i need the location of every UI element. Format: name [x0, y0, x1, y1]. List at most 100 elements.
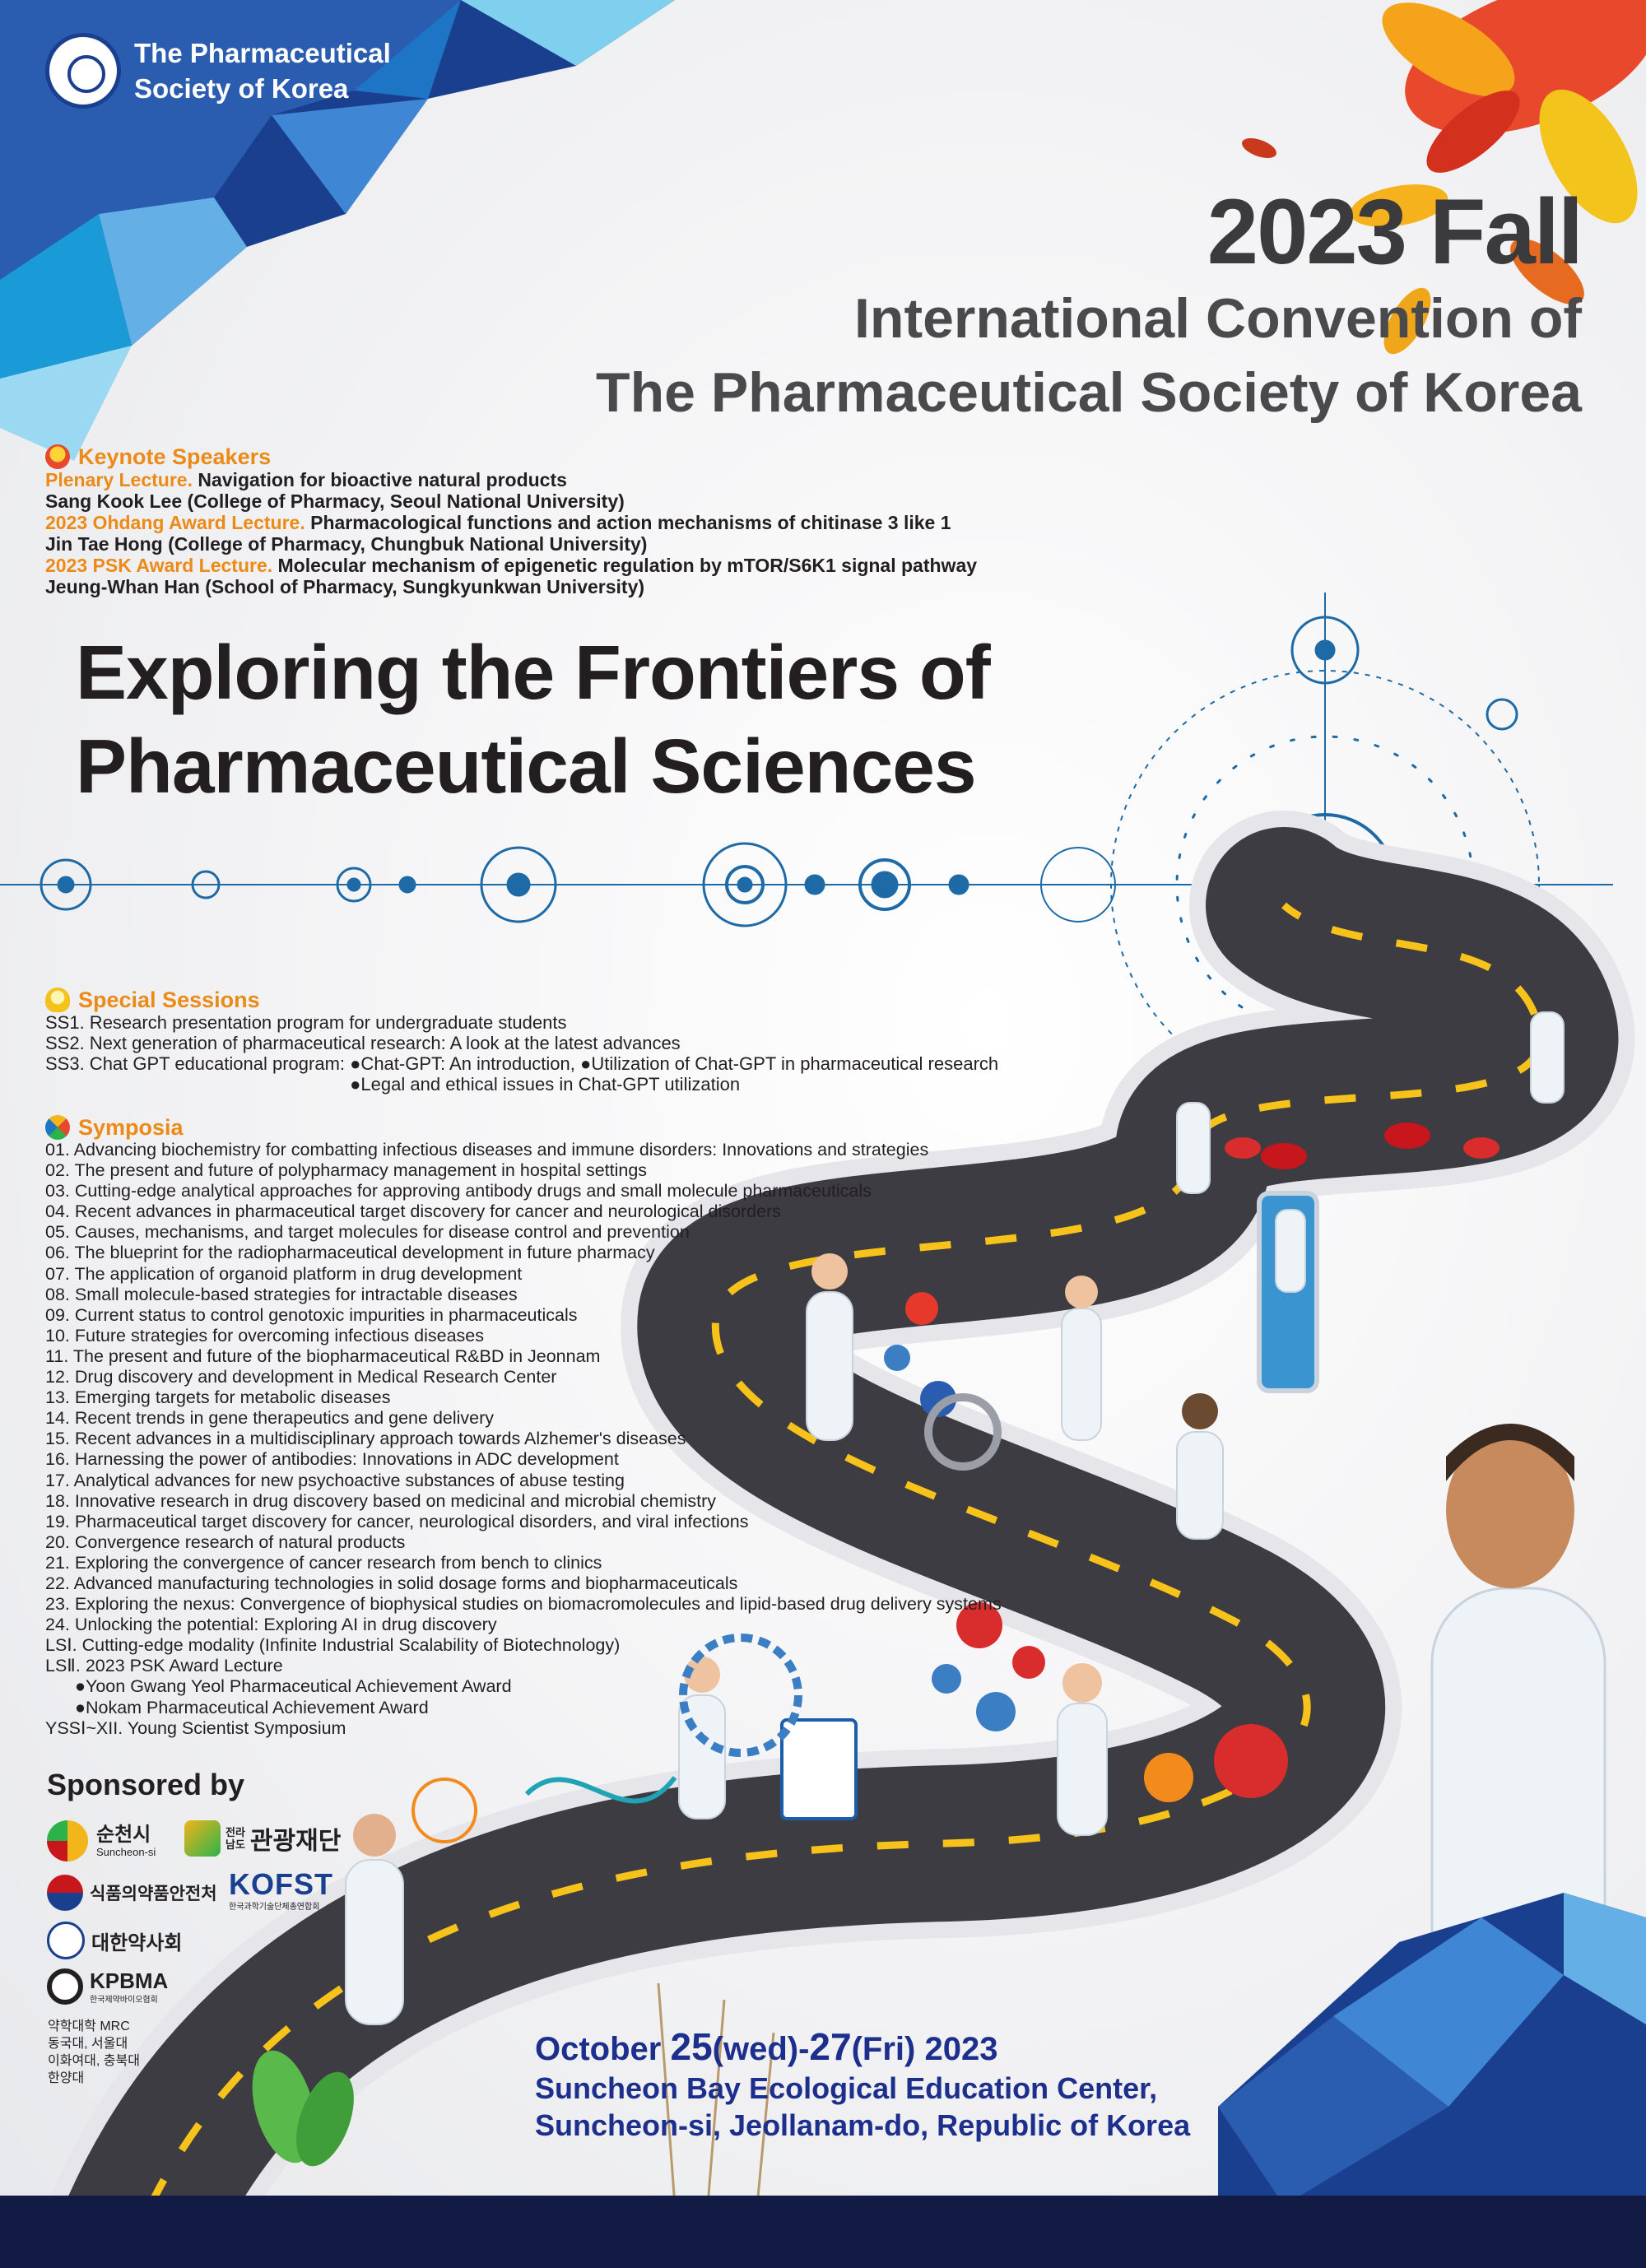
date-year: 2023	[915, 2031, 998, 2067]
keynote-speaker: Jeung-Whan Han (School of Pharmacy, Sung…	[45, 576, 645, 597]
keynote-heading: Keynote Speakers	[45, 444, 1115, 469]
session-bullet: ●Utilization of Chat-GPT in pharmaceutic…	[580, 1053, 999, 1074]
suncheon-logo-icon	[47, 1820, 88, 1861]
society-name-line1: The Pharmaceutical	[134, 38, 391, 68]
symposium-item: 06. The blueprint for the radiopharmaceu…	[45, 1243, 655, 1263]
sponsor-kofst-name: KOFST	[229, 1867, 333, 1901]
sponsored-by-heading: Sponsored by	[47, 1768, 245, 1801]
session-item: SS1. Research presentation program for u…	[45, 1012, 567, 1033]
symposium-item: 19. Pharmaceutical target discovery for …	[45, 1511, 749, 1531]
keynote-plenary-topic: Plenary Lecture. Navigation for bioactiv…	[45, 469, 1115, 490]
keynote-ohdang-topic: 2023 Ohdang Award Lecture. Pharmacologic…	[45, 512, 1115, 533]
sponsor-kpa-name: 대한약사회	[91, 1931, 183, 1954]
sponsor-tourism-name: 관광재단	[249, 1828, 342, 1855]
session-bullet: ●Legal and ethical issues in Chat-GPT ut…	[350, 1074, 741, 1094]
keynote-psk-topic: 2023 PSK Award Lecture. Molecular mechan…	[45, 555, 1115, 576]
date-day-start: 25	[670, 2025, 713, 2068]
lightbulb-icon	[45, 988, 70, 1012]
symposium-item: 15. Recent advances in a multidisciplina…	[45, 1429, 686, 1449]
blue-polygon-bottom	[1218, 1893, 1646, 2205]
symposium-item: 13. Emerging targets for metabolic disea…	[45, 1387, 391, 1408]
sponsor-suncheon-en: Suncheon-si	[96, 1845, 156, 1858]
blue-polygon-decoration	[0, 0, 675, 461]
year-title: 2023 Fall	[1207, 180, 1583, 283]
special-sessions-section: Special Sessions SS1. Research presentat…	[45, 988, 998, 1094]
symposium-item: 02. The present and future of polypharma…	[45, 1160, 648, 1181]
tourism-small-text: 전라	[226, 1826, 245, 1838]
title-line1: International Convention of	[854, 287, 1582, 350]
mrc-line: 동국대, 서울대	[48, 2037, 128, 2051]
main-title-line1: Exploring the Frontiers of	[76, 630, 991, 715]
symposium-item: 18. Innovative research in drug discover…	[45, 1490, 717, 1511]
keynote-topic: Navigation for bioactive natural product…	[198, 469, 567, 490]
venue-line2: Suncheon-si, Jeollanam-do, Republic of K…	[535, 2108, 1191, 2142]
symposium-item: 09. Current status to control genotoxic …	[45, 1304, 578, 1325]
symposia-heading: Symposia	[40, 1109, 1002, 1146]
society-name: The Pharmaceutical Society of Korea	[134, 35, 391, 106]
keynote-heading-text: Keynote Speakers	[78, 444, 272, 469]
symposium-item: 10. Future strategies for overcoming inf…	[45, 1325, 484, 1345]
event-date: October 25(wed)-27(Fri) 2023	[535, 2026, 1190, 2070]
title-line2: The Pharmaceutical Society of Korea	[596, 361, 1582, 424]
event-date-venue: October 25(wed)-27(Fri) 2023 Suncheon Ba…	[535, 2026, 1190, 2144]
mrc-line: 이화여대, 충북대	[48, 2054, 140, 2068]
science-illustrations	[412, 1122, 1500, 1843]
grass-decoration	[252, 1982, 775, 2206]
symposium-item: 08. Small molecule-based strategies for …	[45, 1284, 518, 1304]
society-logo: The Pharmaceutical Society of Korea	[45, 33, 391, 109]
date-day-end: 27	[809, 2025, 852, 2068]
symposium-item: LSⅠ. Cutting-edge modality (Infinite Ind…	[45, 1635, 621, 1656]
society-seal-icon	[45, 33, 121, 109]
symposium-item: 23. Exploring the nexus: Convergence of …	[45, 1594, 1002, 1615]
footer-band	[0, 2196, 1646, 2268]
sponsor-mfds: 식품의약품안전처	[47, 1875, 217, 1911]
mrc-line: 약학대학 MRC	[48, 2019, 130, 2033]
symposium-item: 12. Drug discovery and development in Me…	[45, 1367, 557, 1387]
date-weekday-start: (wed)-	[712, 2031, 810, 2067]
sponsor-kpbma: KPBMA 한국제약바이오협회	[47, 1968, 168, 2005]
special-sessions-heading: Special Sessions	[45, 988, 998, 1012]
session-item: SS2. Next generation of pharmaceutical r…	[45, 1033, 681, 1053]
keynote-topic: Pharmacological functions and action mec…	[310, 512, 951, 533]
date-prefix: October	[535, 2031, 671, 2067]
keynote-label: 2023 PSK Award Lecture.	[45, 555, 273, 576]
sponsor-mfds-name: 식품의약품안전처	[90, 1885, 217, 1903]
keynote-topic: Molecular mechanism of epigenetic regula…	[277, 555, 978, 576]
sponsor-tourism: 전라 남도 관광재단	[184, 1820, 341, 1857]
sponsor-kpbma-sub: 한국제약바이오협회	[90, 1995, 158, 2005]
symposium-item: 04. Recent advances in pharmaceutical ta…	[45, 1201, 781, 1222]
symposium-item: 16. Harnessing the power of antibodies: …	[45, 1449, 619, 1470]
symposium-item: 05. Causes, mechanisms, and target molec…	[45, 1222, 690, 1243]
mrc-line: 한양대	[48, 2071, 85, 2085]
keynote-label: 2023 Ohdang Award Lecture.	[45, 512, 305, 533]
symposia-heading-text: Symposia	[78, 1115, 184, 1140]
sponsor-suncheon: 순천시 Suncheon-si	[47, 1820, 156, 1861]
session-ss3-label: SS3. Chat GPT educational program:	[45, 1053, 346, 1074]
symposium-item: 21. Exploring the convergence of cancer …	[45, 1552, 602, 1573]
special-sessions-heading-text: Special Sessions	[78, 988, 260, 1012]
symposia-list: 01. Advancing biochemistry for combattin…	[45, 1140, 1002, 1739]
session-bullet: ●Chat-GPT: An introduction,	[350, 1053, 575, 1074]
medal-icon	[45, 444, 70, 469]
winding-road	[29, 811, 1634, 2268]
convention-title: 2023 Fall International Convention of Th…	[596, 180, 1583, 430]
kpa-logo-icon	[47, 1922, 85, 1959]
symposium-item: ●Nokam Pharmaceutical Achievement Award	[75, 1697, 429, 1717]
symposium-item: 11. The present and future of the biopha…	[45, 1345, 601, 1366]
keynote-speaker: Jin Tae Hong (College of Pharmacy, Chung…	[45, 533, 648, 555]
symposium-item: 17. Analytical advances for new psychoac…	[45, 1470, 625, 1490]
symposium-item: 14. Recent trends in gene therapeutics a…	[45, 1408, 495, 1429]
society-name-line2: Society of Korea	[134, 73, 349, 104]
sponsor-kofst-sub: 한국과학기술단체총연합회	[229, 1903, 320, 1912]
main-theme-title: Exploring the Frontiers of Pharmaceutica…	[76, 625, 991, 813]
symposium-item: 24. Unlocking the potential: Exploring A…	[45, 1615, 497, 1635]
kpbma-logo-icon	[47, 1968, 83, 2005]
venue-line1: Suncheon Bay Ecological Education Center…	[535, 2071, 1158, 2105]
sponsor-kpbma-name: KPBMA	[90, 1968, 169, 1993]
symposium-item: 03. Cutting-edge analytical approaches f…	[45, 1181, 872, 1201]
keynote-section: Keynote Speakers Plenary Lecture. Naviga…	[45, 444, 1115, 597]
symposium-item: ●Yoon Gwang Yeol Pharmaceutical Achievem…	[75, 1676, 512, 1697]
symposium-item: 01. Advancing biochemistry for combattin…	[45, 1140, 929, 1160]
